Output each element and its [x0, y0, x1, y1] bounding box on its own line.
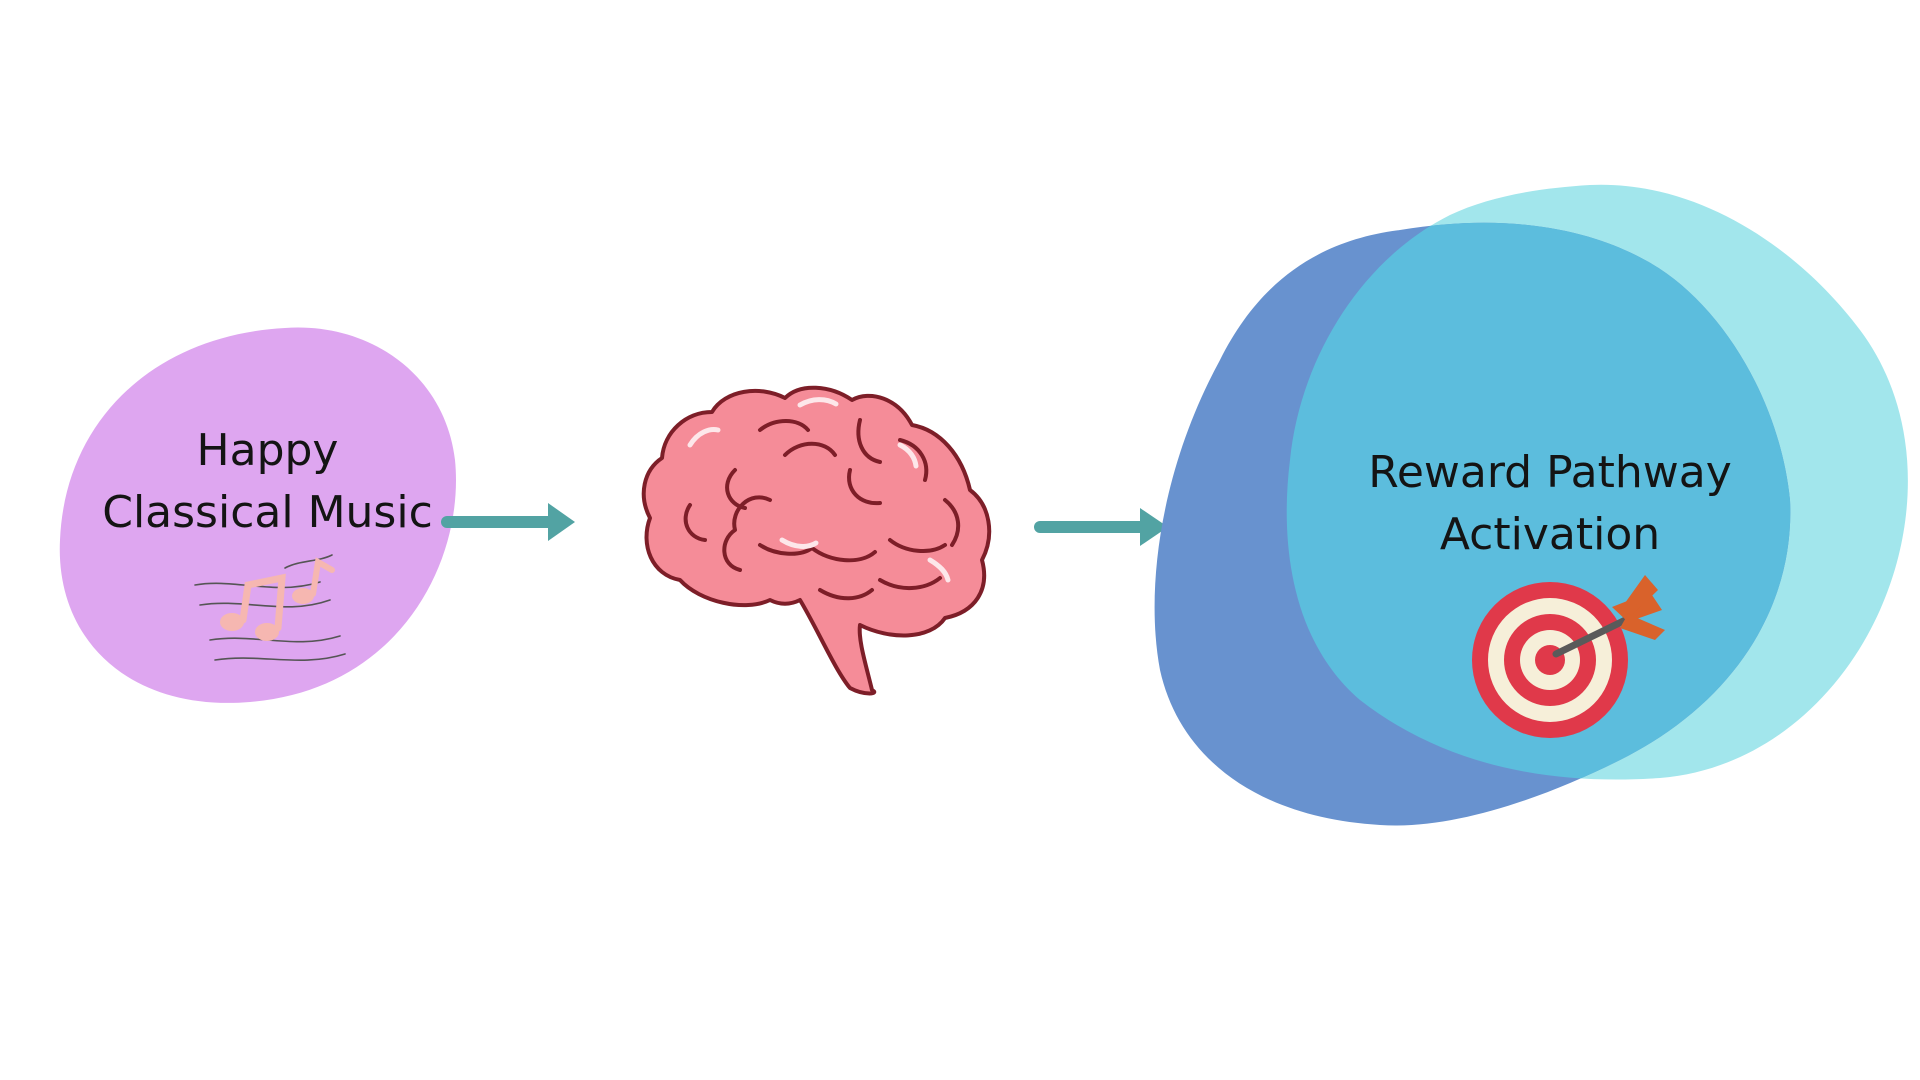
music-notes-icon: [194, 554, 346, 662]
brain-icon: [641, 385, 992, 696]
target-dart-icon: [1472, 575, 1665, 738]
reward-node-label: Reward Pathway Activation: [1340, 442, 1760, 566]
music-node-label: Happy Classical Music: [95, 420, 440, 544]
arrow-brain-to-reward: [1034, 508, 1168, 546]
music-label-line1: Happy: [196, 425, 339, 476]
reward-label-line2: Activation: [1439, 509, 1661, 560]
arrow-music-to-brain: [441, 503, 575, 541]
music-blob: [59, 327, 456, 703]
reward-label-line1: Reward Pathway: [1368, 447, 1732, 498]
music-label-line2: Classical Music: [102, 487, 433, 538]
